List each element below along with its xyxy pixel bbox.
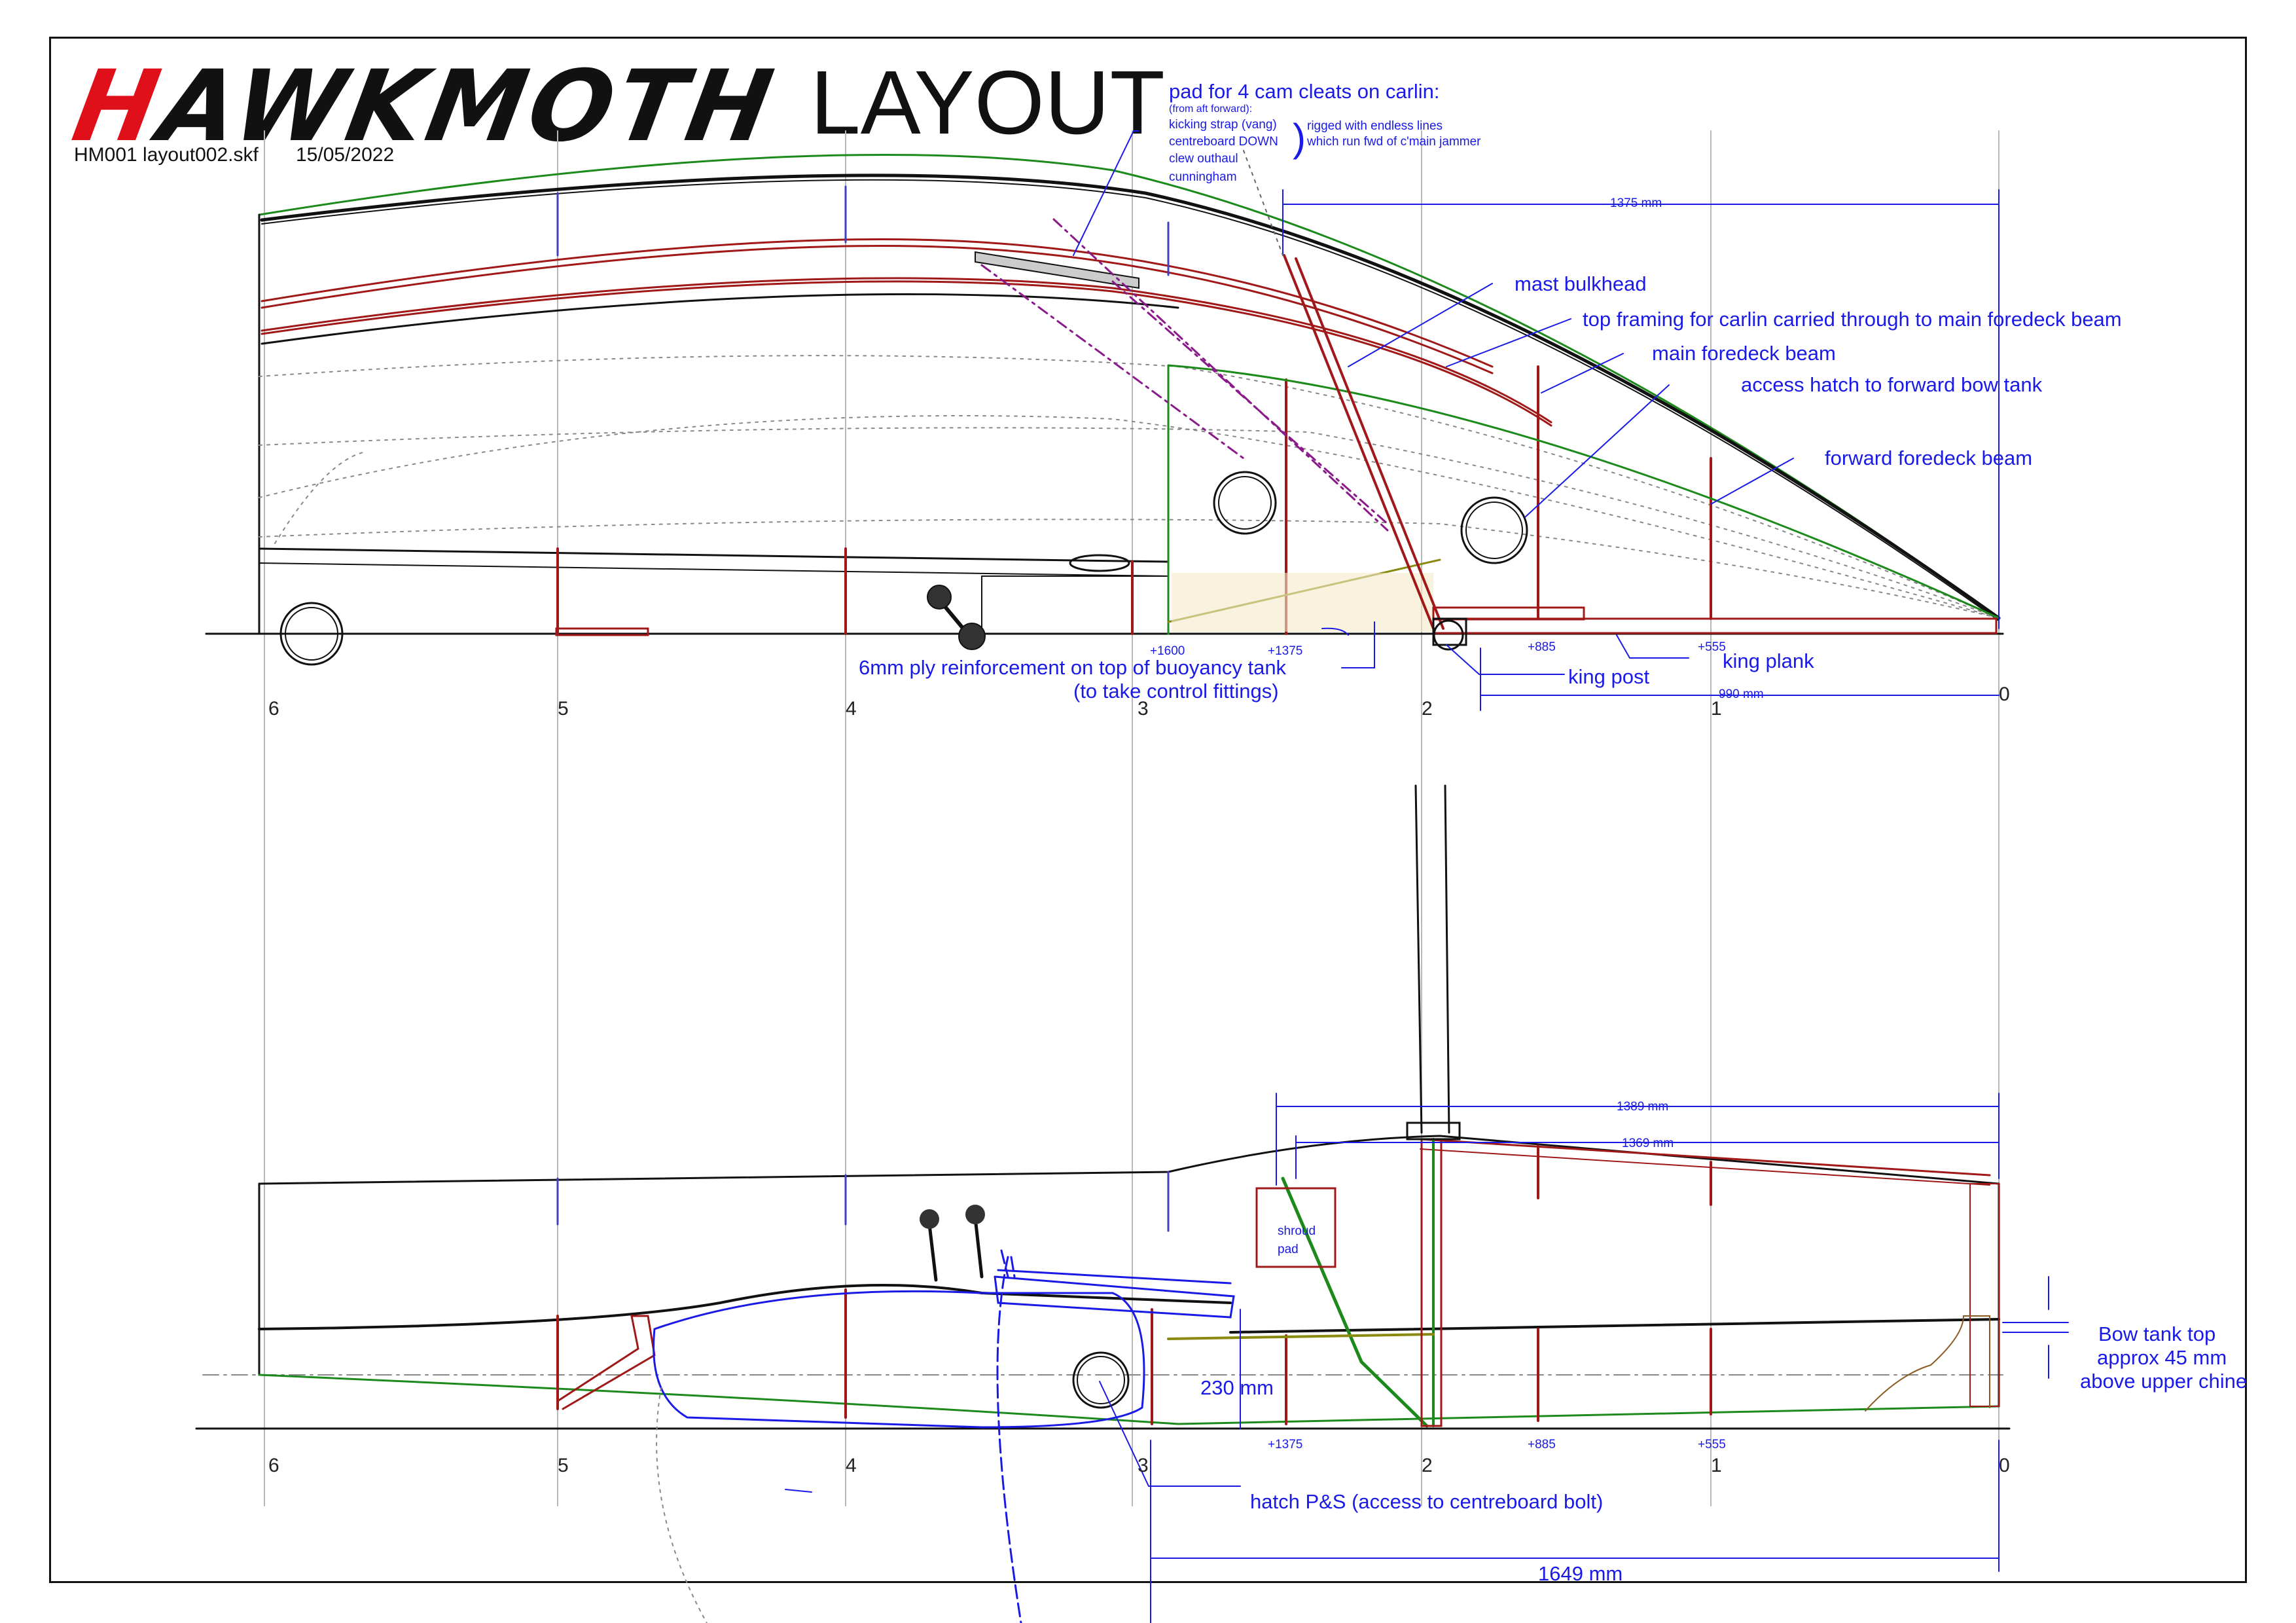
bow-tank-label-2: approx 45 mm — [2097, 1346, 2227, 1369]
pad-sub-label: (from aft forward): — [1169, 103, 1253, 115]
side-hatch-2 — [1460, 496, 1528, 564]
hatch-ps-label: hatch P&S (access to centreboard bolt) — [1250, 1490, 1604, 1513]
forward-foredeck-label: forward foredeck beam — [1825, 447, 2033, 469]
shroud-pad — [1255, 1187, 1336, 1268]
ply-label-1: 6mm ply reinforcement on top of buoyancy… — [859, 656, 1287, 679]
buoyancy-tank — [1167, 364, 2000, 635]
sheer-line — [258, 153, 2000, 619]
plan-station-0: 0 — [1999, 1455, 2010, 1476]
bracket: ) — [1293, 116, 1306, 160]
side-station-5: 5 — [558, 698, 569, 720]
top-framing-label: top framing for carlin carried through t… — [1583, 308, 2122, 331]
dim-1389: 1389 mm — [1617, 1100, 1669, 1114]
dim-1649: 1649 mm — [1538, 1562, 1623, 1585]
carlin-lower — [260, 277, 1552, 424]
side-station-1600: +1600 — [1150, 644, 1185, 658]
plan-station-5: 5 — [558, 1455, 569, 1476]
side-station-3: 3 — [1138, 698, 1149, 720]
side-station-0: 0 — [1999, 684, 2010, 705]
plan-station-885: +885 — [1528, 1438, 1556, 1451]
dim-230: 230 mm — [1200, 1376, 1274, 1399]
king-plank-shape — [1432, 617, 1998, 634]
side-station-1375: +1375 — [1268, 644, 1303, 658]
pad-item-outhaul: clew outhaul — [1169, 152, 1238, 166]
side-hatch-aft — [279, 602, 344, 666]
pad-item-centreboard: centreboard DOWN — [1169, 135, 1278, 149]
plan-hatch — [1072, 1351, 1130, 1409]
mast-plan — [1414, 784, 1423, 1134]
plan-station-4: 4 — [846, 1455, 857, 1476]
plan-gunwale — [258, 1135, 2000, 1185]
side-station-2: 2 — [1422, 698, 1433, 720]
shroud-label: shroud — [1278, 1224, 1316, 1238]
dim-990: 990 mm — [1719, 687, 1764, 701]
centreboard-case — [653, 1290, 1145, 1429]
page-title: LAYOUT — [810, 52, 1165, 153]
plan-station-6: 6 — [268, 1455, 279, 1476]
plan-station-1: 1 — [1711, 1455, 1722, 1476]
bow-tank-label-3: above upper chine — [2080, 1370, 2248, 1393]
sheet-border — [49, 37, 2247, 1583]
file-name: HM001 layout002.skf — [74, 144, 259, 166]
pad-item-vang: kicking strap (vang) — [1169, 118, 1277, 132]
side-station-1: 1 — [1711, 698, 1722, 720]
mast-side — [1283, 254, 1435, 630]
shroud-pad-label: pad — [1278, 1243, 1299, 1256]
cam-cleat-pad — [975, 251, 1139, 289]
plan-station-3: 3 — [1138, 1455, 1149, 1476]
side-station-555: +555 — [1698, 640, 1726, 654]
dim-1375: 1375 mm — [1610, 196, 1662, 210]
plan-station-2: 2 — [1422, 1455, 1433, 1476]
mast-bulkhead-label: mast bulkhead — [1515, 272, 1647, 295]
rigged-line-1: rigged with endless lines — [1307, 119, 1443, 133]
access-hatch-label: access hatch to forward bow tank — [1741, 373, 2043, 396]
side-station-6: 6 — [268, 698, 279, 720]
bow-tank-label-1: Bow tank top — [2098, 1322, 2216, 1345]
pad-title-label: pad for 4 cam cleats on carlin: — [1169, 80, 1440, 103]
side-hatch-1 — [1213, 471, 1277, 535]
ply-label-2: (to take control fittings) — [1073, 680, 1279, 702]
dim-1369: 1369 mm — [1622, 1137, 1674, 1150]
king-plank-label: king plank — [1723, 649, 1814, 672]
king-post-label: king post — [1568, 665, 1650, 688]
rigged-line-2: which run fwd of c'main jammer — [1307, 135, 1481, 149]
plan-station-1375: +1375 — [1268, 1438, 1303, 1451]
drawing-date: 15/05/2022 — [296, 144, 395, 166]
pad-item-cunningham: cunningham — [1169, 170, 1237, 184]
carlin-upper — [260, 238, 1494, 368]
side-station-885: +885 — [1528, 640, 1556, 654]
plan-station-555: +555 — [1698, 1438, 1726, 1451]
main-foredeck-label: main foredeck beam — [1652, 342, 1836, 365]
side-station-4: 4 — [846, 698, 857, 720]
